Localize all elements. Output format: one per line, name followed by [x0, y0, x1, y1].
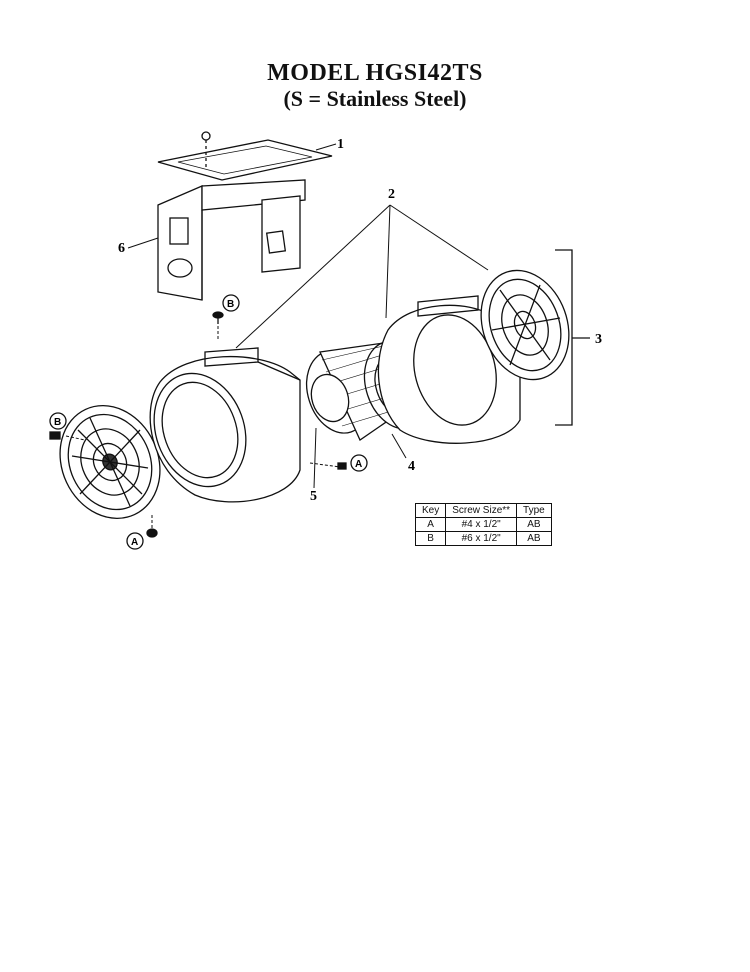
table-cell: AB	[516, 531, 552, 546]
page-title: MODEL HGSI42TS	[267, 60, 483, 86]
callout-6: 6	[118, 241, 125, 256]
page-subtitle: (S = Stainless Steel)	[283, 86, 467, 111]
right-grille	[480, 269, 570, 381]
screw-key-circle	[350, 454, 368, 472]
callout-3: 3	[595, 332, 602, 347]
table-cell: AB	[516, 517, 552, 532]
screw-key-a-right: A	[355, 459, 362, 470]
column-header: Key	[414, 503, 447, 518]
table-cell: B	[414, 531, 447, 546]
table-cell: #6 x 1/2"	[445, 531, 518, 546]
column-header: Screw Size**	[445, 503, 518, 518]
screw-size-table: Key Screw Size** Type A #4 x 1/2" AB B #…	[414, 503, 552, 546]
screw-key-circle	[222, 294, 240, 312]
leader-lines	[65, 143, 489, 528]
table-row: B #6 x 1/2" AB	[414, 531, 552, 546]
table-row: A #4 x 1/2" AB	[414, 517, 552, 532]
table-cell: #4 x 1/2"	[445, 517, 518, 532]
callout-5: 5	[310, 489, 317, 504]
right-blower-housing	[377, 295, 521, 444]
table-header-row: Key Screw Size** Type	[414, 503, 552, 518]
screw-key-circle	[49, 412, 67, 430]
column-header: Type	[516, 503, 552, 518]
mounting-bracket-part-6	[157, 179, 306, 301]
left-grille	[59, 405, 161, 519]
mounting-plate-part-1	[157, 131, 333, 181]
screw-key-b-top: B	[227, 299, 234, 310]
screws	[49, 311, 347, 538]
screw-key-b-left: B	[54, 417, 61, 428]
screw-key-circle	[126, 532, 144, 550]
callout-2: 2	[388, 187, 395, 202]
callout-1: 1	[337, 137, 344, 152]
left-blower-housing-part-5	[149, 347, 301, 503]
callout-4: 4	[408, 459, 415, 474]
screw-key-a-bottom: A	[131, 537, 138, 548]
table-cell: A	[414, 517, 447, 532]
